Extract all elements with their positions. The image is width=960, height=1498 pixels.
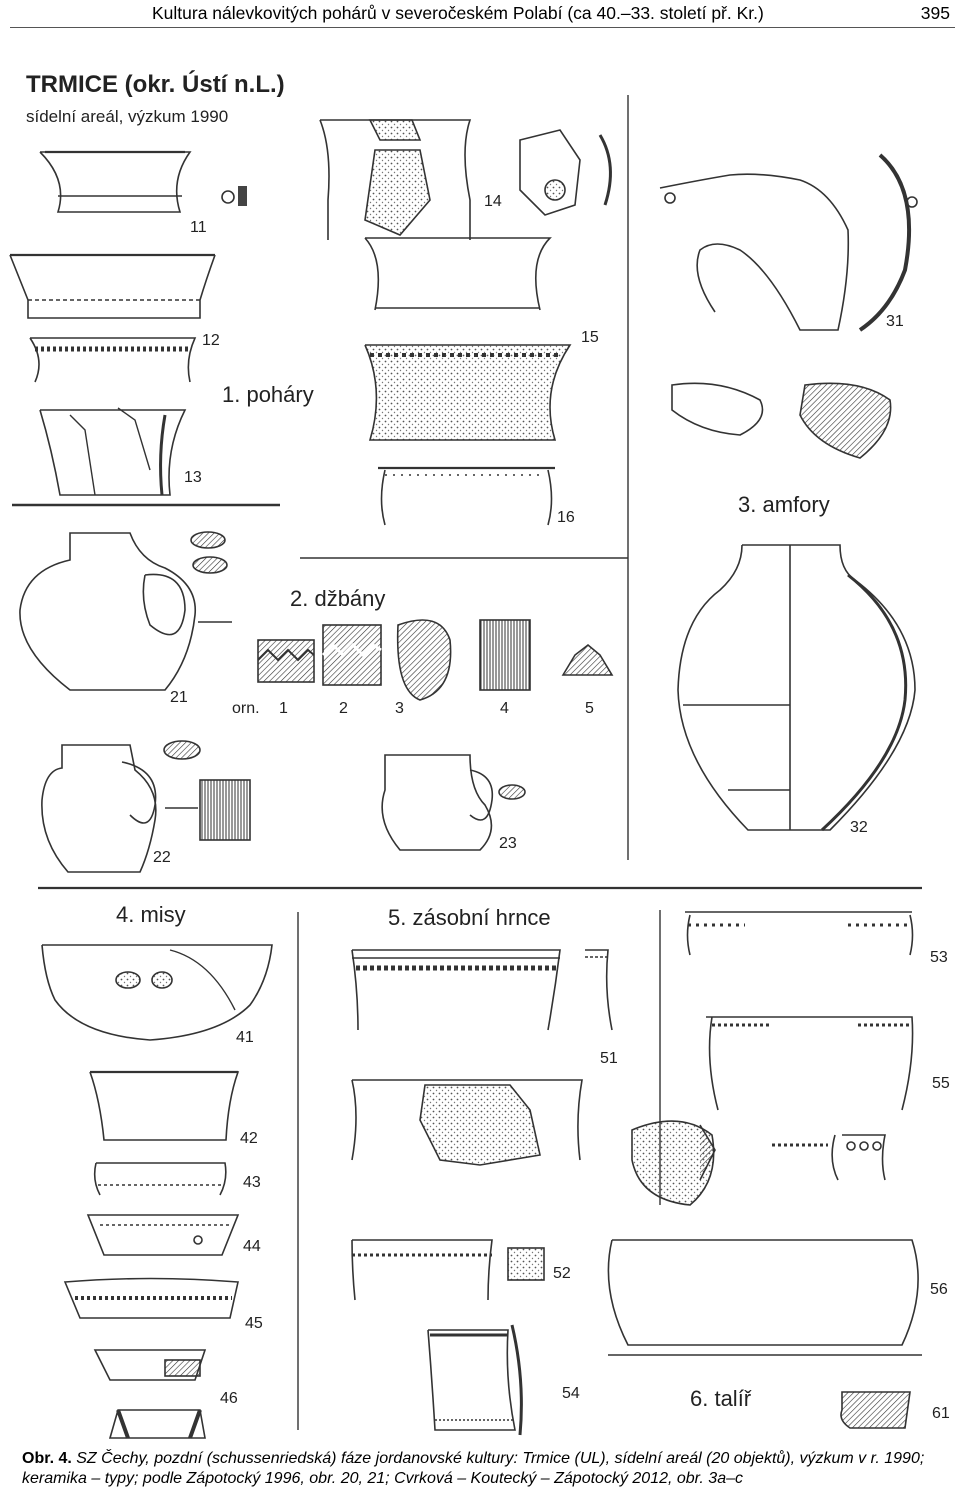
jug-23 — [381, 754, 526, 851]
group-label-zasobni: 5. zásobní hrnce — [388, 905, 551, 930]
storage-vessel-51 — [351, 949, 613, 1031]
vessel-number: 53 — [930, 949, 948, 966]
pottery-drawings: TRMICE (okr. Ústí n.L.) sídelní areál, v… — [9, 70, 950, 1439]
running-head: Kultura nálevkovitých pohárů v severočes… — [0, 0, 960, 28]
vessel-number: 43 — [243, 1174, 261, 1191]
storage-vessel-53 — [685, 911, 914, 956]
vessel-number: 45 — [245, 1315, 263, 1332]
pottery-figure: TRMICE (okr. Ústí n.L.) sídelní areál, v… — [0, 30, 960, 1445]
figure-caption: Obr. 4. SZ Čechy, pozdní (schussenriedsk… — [22, 1449, 952, 1489]
vessel-number: 54 — [562, 1385, 580, 1402]
bowl-44 — [86, 1214, 240, 1256]
bowl-46 — [93, 1349, 207, 1439]
ornament-panels — [257, 619, 614, 701]
group-label-pohary: 1. poháry — [222, 382, 314, 407]
amphora-32 — [677, 544, 916, 832]
vessel-number: 11 — [190, 219, 207, 236]
header-rule — [10, 27, 955, 28]
vessel-15 — [364, 237, 572, 441]
vessel-number: 13 — [184, 469, 202, 486]
storage-vessel-54 — [427, 1324, 523, 1436]
vessel-number: 52 — [553, 1265, 571, 1282]
bowl-41 — [41, 944, 273, 1041]
vessel-number: 15 — [581, 329, 599, 346]
vessel-11 — [39, 150, 192, 213]
site-title: TRMICE (okr. Ústí n.L.) — [26, 70, 285, 98]
vessel-12-rim — [29, 337, 197, 383]
jug-22 — [41, 740, 251, 873]
orn-number-2: 2 — [339, 700, 348, 717]
vessel-11-detail — [221, 186, 247, 206]
storage-vessel-55 — [706, 1016, 914, 1111]
jug-21 — [19, 531, 232, 691]
vessel-16 — [378, 466, 555, 526]
vessel-number: 16 — [557, 509, 575, 526]
vessel-number: 46 — [220, 1390, 238, 1407]
vessel-number: 55 — [932, 1075, 950, 1092]
vessel-number: 14 — [484, 193, 502, 210]
bowl-42 — [89, 1070, 240, 1141]
orn-number-3: 3 — [395, 700, 404, 717]
vessel-number: 21 — [170, 689, 188, 706]
vessel-number: 32 — [850, 819, 868, 836]
bowl-45 — [63, 1277, 239, 1319]
caption-lead: Obr. 4. — [22, 1450, 72, 1467]
vessel-number: 23 — [499, 835, 517, 852]
bowl-43 — [93, 1162, 227, 1196]
vessel-number: 41 — [236, 1029, 254, 1046]
vessel-number: 42 — [240, 1130, 258, 1147]
vessel-number: 12 — [202, 332, 220, 349]
group-label-misy: 4. misy — [116, 902, 186, 927]
running-title: Kultura nálevkovitých pohárů v severočes… — [152, 3, 764, 23]
site-subtitle: sídelní areál, výzkum 1990 — [26, 107, 228, 126]
group-label-amfory: 3. amfory — [738, 492, 830, 517]
vessel-number: 56 — [930, 1281, 948, 1298]
plate-61 — [840, 1391, 911, 1429]
storage-vessel-fragments — [351, 1079, 886, 1206]
group-label-dzbany: 2. džbány — [290, 586, 385, 611]
vessel-number: 31 — [886, 313, 904, 330]
vessel-12 — [9, 253, 216, 319]
vessel-number: 44 — [243, 1238, 261, 1255]
storage-vessel-56 — [607, 1239, 919, 1346]
group-label-talir: 6. talíř — [690, 1386, 752, 1411]
orn-label: orn. — [232, 700, 260, 717]
orn-number-4: 4 — [500, 700, 509, 717]
storage-vessel-52 — [351, 1239, 545, 1301]
vessel-number: 22 — [153, 849, 171, 866]
page-number: 395 — [920, 3, 950, 23]
vessel-number: 51 — [600, 1050, 618, 1067]
amphora-31 — [659, 153, 918, 459]
caption-text: SZ Čechy, pozdní (schussenriedská) fáze … — [22, 1450, 925, 1487]
vessel-number: 61 — [932, 1405, 950, 1422]
orn-number-1: 1 — [279, 700, 288, 717]
vessel-13 — [39, 407, 187, 496]
orn-number-5: 5 — [585, 700, 594, 717]
vessel-14 — [319, 119, 612, 240]
